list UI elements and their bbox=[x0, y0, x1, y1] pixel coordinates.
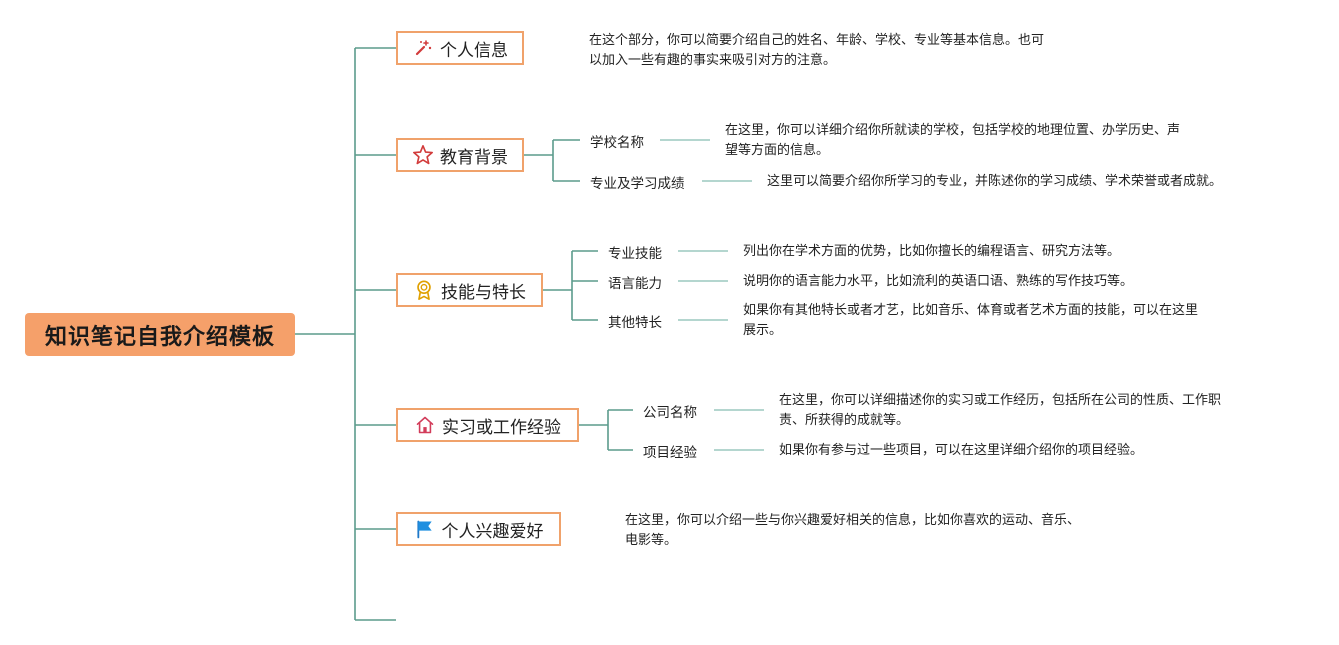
branch-label: 技能与特长 bbox=[441, 282, 526, 303]
sub-topic[interactable]: 专业技能 bbox=[608, 246, 662, 262]
sub-topic-description: 列出你在学术方面的优势，比如你擅长的编程语言、研究方法等。 bbox=[743, 244, 1121, 259]
branch-label: 个人信息 bbox=[440, 40, 508, 61]
award-medal-icon bbox=[413, 279, 435, 301]
branch-skills[interactable]: 技能与特长 bbox=[396, 273, 543, 307]
branch-description: 在这里，你可以介绍一些与你兴趣爱好相关的信息，比如你喜欢的运动、音乐、 电影等。 bbox=[625, 513, 1081, 548]
sub-topic[interactable]: 公司名称 bbox=[643, 405, 697, 421]
branch-work-experience[interactable]: 实习或工作经验 bbox=[396, 408, 579, 442]
branch-hobbies[interactable]: 个人兴趣爱好 bbox=[396, 512, 561, 546]
sub-topic[interactable]: 语言能力 bbox=[608, 276, 662, 292]
root-title: 知识笔记自我介绍模板 bbox=[44, 324, 275, 350]
branch-education[interactable]: 教育背景 bbox=[396, 138, 524, 172]
sub-topic-description: 在这里，你可以详细描述你的实习或工作经历，包括所在公司的性质、工作职 责、所获得… bbox=[779, 393, 1222, 428]
root-node[interactable]: 知识笔记自我介绍模板 bbox=[25, 313, 295, 356]
sub-topic[interactable]: 专业及学习成绩 bbox=[590, 176, 685, 192]
sparkle-icon bbox=[412, 37, 434, 59]
sub-topic-description: 说明你的语言能力水平，比如流利的英语口语、熟练的写作技巧等。 bbox=[743, 274, 1134, 289]
sub-topic[interactable]: 项目经验 bbox=[643, 445, 697, 461]
branch-description: 在这个部分，你可以简要介绍自己的姓名、年龄、学校、专业等基本信息。也可 以加入一… bbox=[589, 33, 1045, 68]
sub-topic-description: 如果你有其他特长或者才艺，比如音乐、体育或者艺术方面的技能，可以在这里 展示。 bbox=[743, 303, 1199, 338]
branch-label: 实习或工作经验 bbox=[442, 417, 561, 438]
star-outline-icon bbox=[412, 144, 434, 166]
sub-topic-description: 如果你有参与过一些项目，可以在这里详细介绍你的项目经验。 bbox=[779, 443, 1144, 458]
sub-topic-description: 在这里，你可以详细介绍你所就读的学校，包括学校的地理位置、办学历史、声 望等方面… bbox=[725, 123, 1181, 158]
sub-topic-description: 这里可以简要介绍你所学习的专业，并陈述你的学习成绩、学术荣誉或者成就。 bbox=[767, 174, 1223, 189]
branch-label: 教育背景 bbox=[440, 147, 508, 168]
house-icon bbox=[414, 414, 436, 436]
branch-personal-info[interactable]: 个人信息 bbox=[396, 31, 524, 65]
branch-label: 个人兴趣爱好 bbox=[441, 521, 544, 542]
sub-topic[interactable]: 学校名称 bbox=[590, 135, 644, 151]
sub-topic[interactable]: 其他特长 bbox=[608, 315, 662, 331]
flag-icon bbox=[414, 518, 436, 540]
